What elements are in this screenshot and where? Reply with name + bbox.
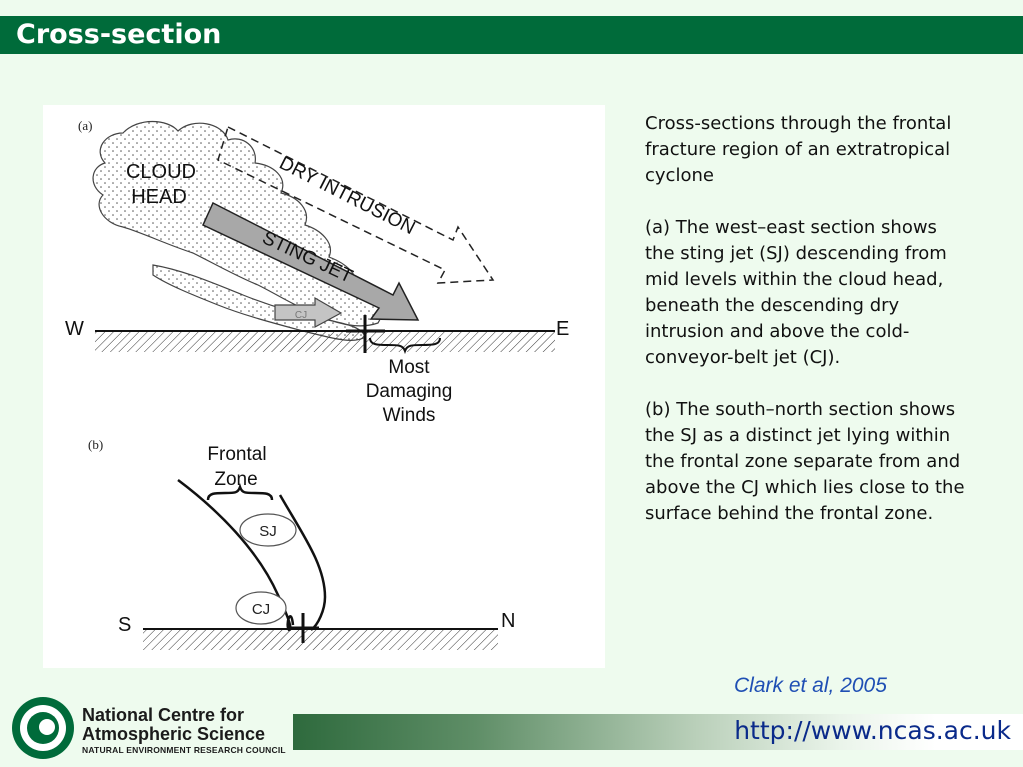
panel-b-label: (b): [88, 437, 103, 452]
cross-section-diagram: (a) CLOUD HEAD DRY INTRUSION STING JET C…: [65, 118, 569, 650]
ground-hatch-a: [95, 332, 555, 352]
description-paragraph-intro: Cross-sections through the frontal fract…: [645, 113, 952, 186]
cloud-head-label-2: HEAD: [131, 186, 187, 208]
winds-label-3: Winds: [383, 405, 436, 426]
title-bar: Cross-section: [0, 16, 1023, 54]
ncas-logo: National Centre for Atmospheric Science …: [10, 694, 290, 764]
frontal-zone-brace: [206, 483, 274, 501]
citation: Clark et al, 2005: [734, 674, 887, 697]
frontal-zone-label-2: Zone: [214, 469, 257, 490]
east-label: E: [556, 318, 569, 340]
cloud-head-label-1: CLOUD: [126, 161, 196, 183]
cj-label-panel-a: CJ: [295, 310, 307, 321]
cross-section-figure: (a) CLOUD HEAD DRY INTRUSION STING JET C…: [43, 105, 605, 668]
description-paragraph-a: (a) The west–east section shows the stin…: [645, 217, 947, 368]
panel-a-label: (a): [78, 118, 92, 133]
description-text: Cross-sections through the frontal fract…: [645, 111, 965, 553]
winds-label-2: Damaging: [366, 381, 453, 402]
dry-intrusion-arrow: [217, 125, 495, 284]
west-label: W: [65, 318, 84, 340]
cross-marker-b: [289, 613, 319, 643]
sj-ellipse: [239, 513, 297, 547]
footer-bar: http://www.ncas.ac.uk: [293, 714, 1023, 750]
winds-brace: [369, 337, 441, 355]
frontal-zone-label-1: Frontal: [207, 444, 266, 465]
description-paragraph-b: (b) The south–north section shows the SJ…: [645, 399, 965, 524]
ncas-logo-icon: [12, 697, 74, 759]
cj-arrow-panel-a: [274, 296, 343, 329]
north-label: N: [501, 610, 515, 632]
cj-label-panel-b: CJ: [252, 601, 270, 618]
south-label: S: [118, 614, 131, 636]
cj-ellipse-panel-b: [235, 591, 287, 625]
slide-title: Cross-section: [16, 19, 222, 50]
logo-text-line2: Atmospheric Science: [82, 724, 266, 744]
sj-label: SJ: [259, 523, 277, 540]
cross-marker-a: [346, 315, 385, 353]
logo-text-line1: National Centre for: [82, 705, 245, 725]
sting-jet-arrow: [202, 201, 420, 321]
logo-text-line3: NATURAL ENVIRONMENT RESEARCH COUNCIL: [82, 745, 286, 755]
ground-hatch-b: [143, 630, 498, 650]
website-link[interactable]: http://www.ncas.ac.uk: [734, 716, 1011, 745]
winds-label-1: Most: [388, 357, 430, 378]
frontal-boundary-right: [278, 494, 327, 632]
